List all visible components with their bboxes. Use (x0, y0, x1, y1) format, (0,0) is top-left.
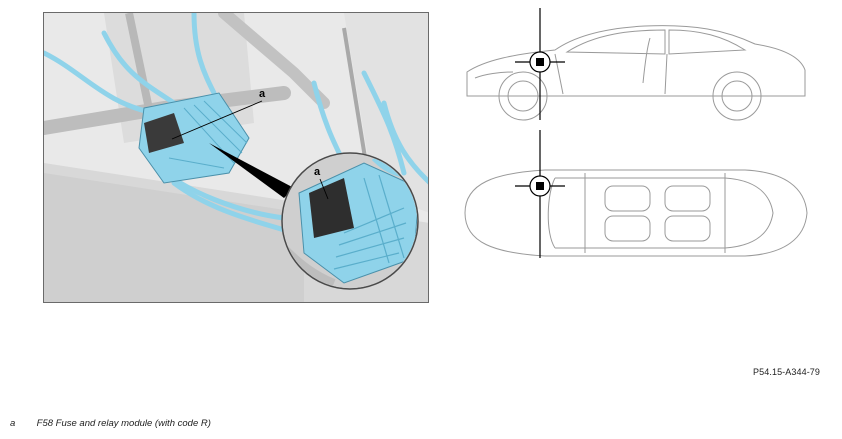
figure-reference-code: P54.15-A344-79 (753, 367, 820, 377)
legend-text: F58 Fuse and relay module (with code R) (36, 418, 211, 429)
vehicle-location-diagram (455, 8, 830, 308)
location-marker-top (515, 130, 565, 258)
legend-key: a (10, 418, 16, 429)
vehicle-outline-drawing (464, 8, 808, 258)
legend: a F58 Fuse and relay module (with code R… (10, 418, 211, 429)
engine-bay-drawing: a a (44, 13, 428, 302)
magnifier-pointer (209, 143, 294, 198)
engine-compartment-illustration: a a (43, 12, 429, 303)
vehicle-top-view (464, 169, 808, 257)
fuse-relay-module-main (138, 92, 250, 184)
detail-magnifier: a (281, 152, 419, 290)
callout-letter-detail: a (314, 166, 321, 178)
vehicle-side-view (466, 25, 806, 121)
location-marker-side (515, 8, 565, 120)
callout-letter-main: a (259, 88, 266, 100)
